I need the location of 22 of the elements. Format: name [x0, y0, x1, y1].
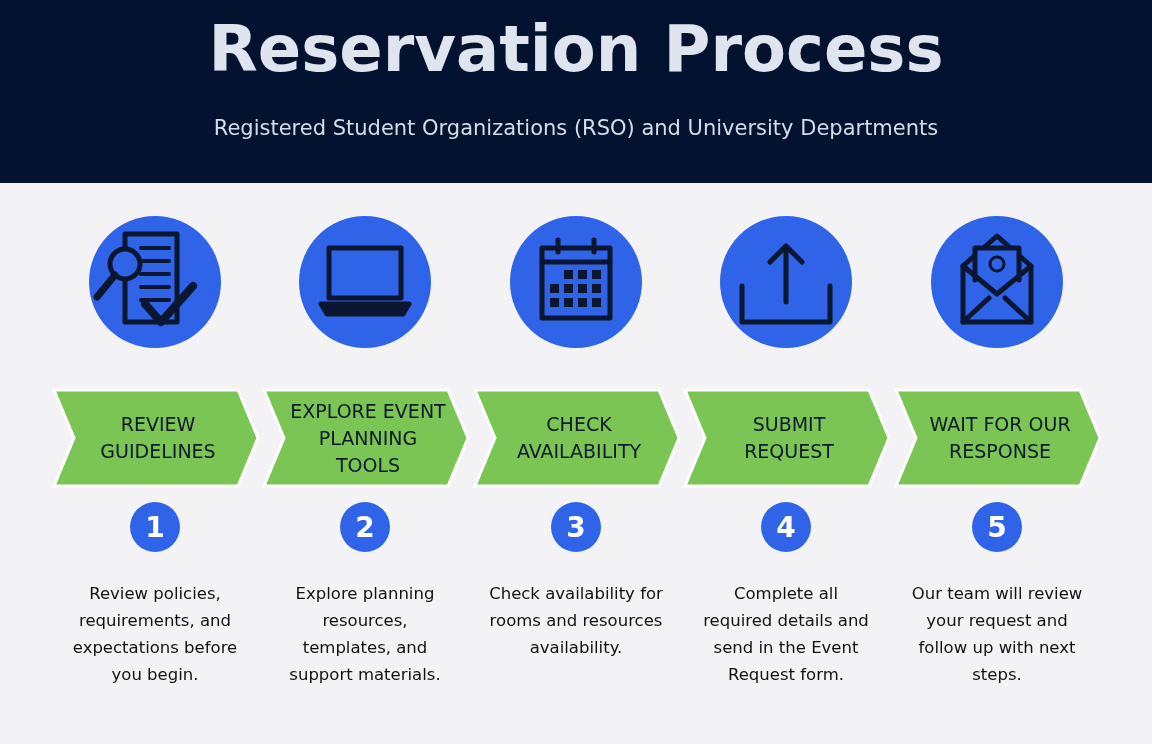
chevron-step: [894, 388, 1102, 488]
step-number: 4: [761, 502, 811, 552]
chevron-step: [473, 388, 681, 488]
step-description: Review policies, requirements, and expectations before you begin.: [71, 583, 239, 686]
title: Reservation Process: [207, 12, 945, 86]
step-title: REVIEW GUIDELINES: [99, 412, 217, 464]
chevron-step: [52, 388, 260, 488]
step-title: EXPLORE EVENT PLANNING TOOLS: [289, 398, 447, 478]
step-title: CHECK AVAILABILITY: [515, 412, 643, 464]
step-description: Check availability for rooms and resources availability.: [488, 583, 664, 659]
chevron-step: [262, 388, 470, 488]
step-title: WAIT FOR OUR RESPONSE: [928, 412, 1072, 464]
step-number: 2: [340, 502, 390, 552]
step-number: 1: [130, 502, 180, 552]
chevron-step: [683, 388, 891, 488]
step-number: 5: [972, 502, 1022, 552]
step-title: SUBMIT REQUEST: [743, 412, 835, 464]
step-description: Complete all required details and send in the Event Request form.: [702, 583, 870, 686]
step-description: Explore planning resources, templates, and support materials.: [288, 583, 442, 686]
step-description: Our team will review your request and follow up with next steps.: [910, 583, 1084, 686]
step-number: 3: [551, 502, 601, 552]
subtitle: Registered Student Organizations (RSO) and University Departments: [212, 116, 940, 140]
